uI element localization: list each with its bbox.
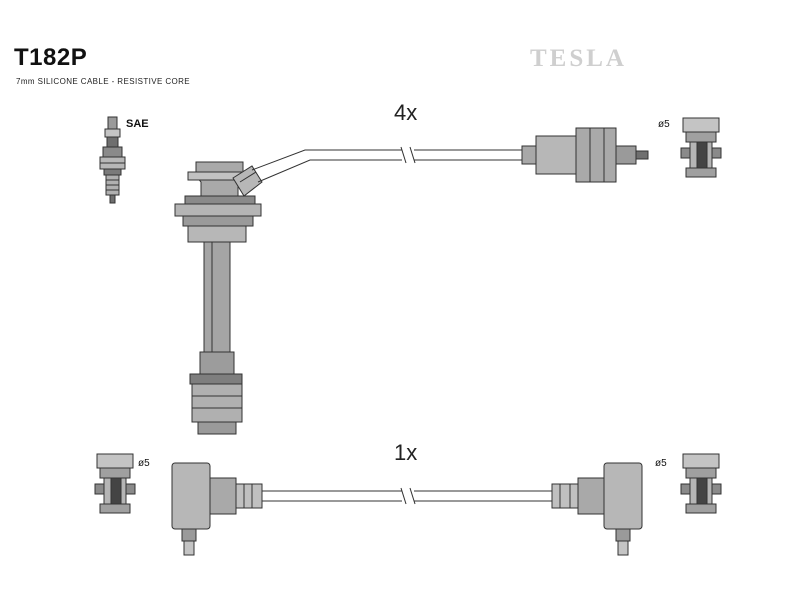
cable-spec: 7mm SILICONE CABLE - RESISTIVE CORE: [16, 77, 191, 86]
terminal-icon-bottom-left: [94, 453, 136, 514]
sae-label: SAE: [126, 118, 149, 130]
quantity-label-top: 4x: [394, 100, 417, 125]
distributor-connector-top: [521, 127, 649, 183]
connector-bottom-left: [171, 462, 263, 556]
cable-top: [251, 146, 522, 183]
plug-boot-top: [174, 161, 263, 435]
part-number: T182P: [14, 44, 88, 71]
diameter-label-bottom-right: ø5: [655, 458, 667, 469]
connector-bottom-right: [551, 462, 643, 556]
quantity-label-bottom: 1x: [394, 440, 417, 465]
terminal-icon-top-right: [680, 117, 722, 178]
brand-logo: TESLA: [530, 45, 627, 72]
diameter-label-top: ø5: [658, 119, 670, 130]
terminal-icon-bottom-right: [680, 453, 722, 514]
diameter-label-bottom-left: ø5: [138, 458, 150, 469]
cable-bottom: [262, 487, 552, 505]
spark-plug-icon: [99, 116, 126, 204]
